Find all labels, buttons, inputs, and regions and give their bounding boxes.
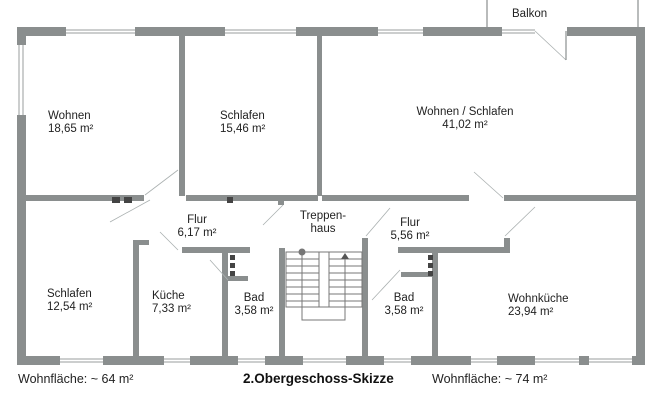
- room-name: Bad: [243, 292, 265, 304]
- room-name: Wohnen: [48, 110, 91, 122]
- room-label-flur-left: Flur 6,17 m²: [172, 214, 222, 240]
- room-name-line2: haus: [310, 223, 336, 235]
- room-label-bad-left: Bad 3,58 m²: [230, 292, 278, 318]
- room-name: Flur: [187, 214, 207, 226]
- room-label-kueche: Küche 7,33 m²: [152, 290, 191, 316]
- room-area: 7,33 m²: [152, 303, 191, 315]
- room-label-wohnkueche: Wohnküche 23,94 m²: [508, 293, 569, 319]
- living-area-right: Wohnfläche: ~ 74 m²: [432, 372, 548, 386]
- room-area: 5,56 m²: [390, 230, 430, 242]
- door-swings: [109, 169, 536, 301]
- room-label-bad-right: Bad 3,58 m²: [380, 292, 428, 318]
- room-label-schlafen-bottom: Schlafen 12,54 m²: [47, 288, 92, 314]
- room-name: Schlafen: [47, 288, 92, 300]
- room-area: 23,94 m²: [508, 306, 554, 318]
- room-name: Wohnen / Schlafen: [416, 106, 514, 118]
- room-area: 3,58 m²: [384, 305, 424, 317]
- room-label-treppenhaus: Treppen- haus: [288, 210, 358, 236]
- floor-plan-title: 2.Obergeschoss-Skizze: [243, 371, 394, 386]
- exterior-wall-right: [636, 27, 645, 365]
- room-label-flur-right: Flur 5,56 m²: [385, 217, 435, 243]
- balcony-label: Balkon: [512, 8, 548, 20]
- room-area: 6,17 m²: [177, 227, 217, 239]
- interior-walls-left-unit: [26, 36, 322, 358]
- room-area: 18,65 m²: [48, 123, 94, 135]
- room-area: 12,54 m²: [47, 301, 93, 313]
- living-area-left: Wohnfläche: ~ 64 m²: [18, 372, 134, 386]
- room-area: 3,58 m²: [234, 305, 274, 317]
- room-name: Flur: [400, 217, 420, 229]
- room-label-schlafen-top: Schlafen 15,46 m²: [220, 110, 265, 136]
- room-name: Bad: [393, 292, 415, 304]
- exterior-wall-bottom: [17, 356, 645, 365]
- room-label-wohnen: Wohnen 18,65 m²: [48, 110, 93, 136]
- balcony-outline: [486, 0, 639, 27]
- room-area: 15,46 m²: [220, 123, 266, 135]
- room-name: Wohnküche: [508, 293, 569, 305]
- room-name: Küche: [152, 290, 185, 302]
- exterior-wall-top: [17, 27, 645, 36]
- room-area: 41,02 m²: [442, 119, 488, 131]
- staircase: [285, 248, 363, 321]
- room-name: Schlafen: [220, 110, 265, 122]
- room-name-line1: Treppen-: [299, 210, 347, 222]
- exterior-wall-left: [17, 27, 26, 365]
- room-label-wohnen-schlafen: Wohnen / Schlafen 41,02 m²: [400, 106, 530, 132]
- balcony-door: [534, 30, 567, 61]
- vent-shafts: [112, 197, 433, 276]
- interior-walls-right-unit: [322, 195, 636, 358]
